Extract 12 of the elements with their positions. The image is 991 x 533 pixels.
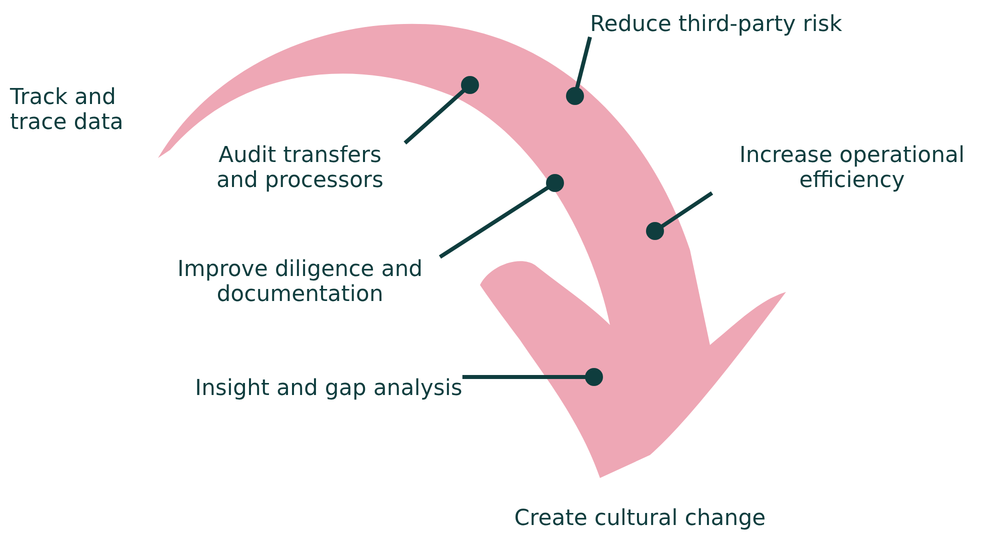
label-text: Track and trace data [10,85,124,135]
callout-text: Reduce third-party risk [590,12,842,37]
leader-line [438,174,564,259]
callout-text: Increase operational efficiency [712,143,991,193]
leader-line [566,36,592,105]
callout-text: Insight and gap analysis [195,376,462,401]
leader-line [646,191,714,240]
leader-line [462,368,603,386]
leader-line [404,76,479,144]
callout-text: Audit transfers and processors [195,143,405,193]
label-text: Create cultural change [513,506,767,531]
callout-text: Improve diligence and documentation [160,257,440,307]
